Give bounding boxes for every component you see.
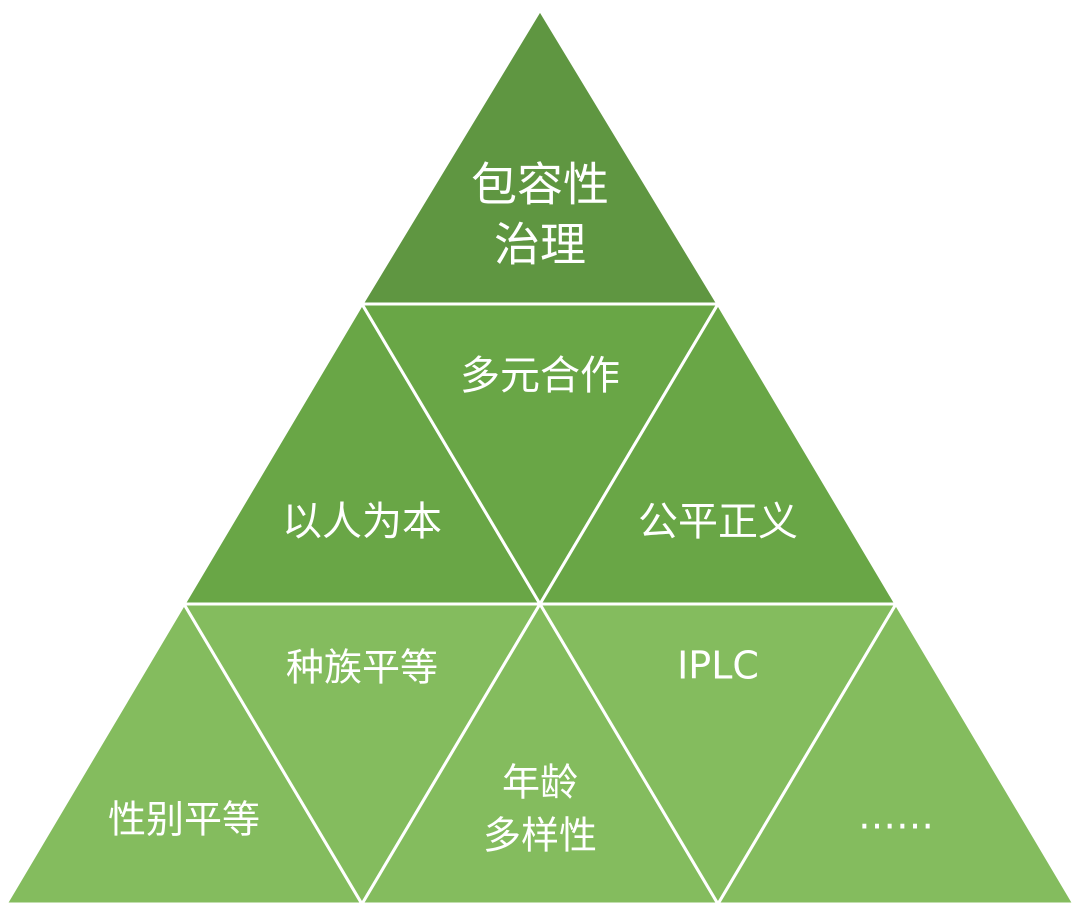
label-ellipsis: …… [858, 794, 934, 838]
label-gender-equality: 性别平等 [108, 798, 260, 842]
triangle-bottom-5 [716, 602, 1076, 906]
label-inclusive-governance: 包容性 [471, 158, 609, 212]
label-racial-equality: 种族平等 [286, 646, 438, 690]
label-age-diversity-line2: 多样性 [483, 814, 597, 858]
label-people-centered: 以人为本 [282, 499, 442, 545]
label-inclusive-governance-line2: 治理 [494, 218, 586, 272]
label-fairness-justice: 公平正义 [638, 499, 798, 545]
label-age-diversity-line1: 年龄 [502, 761, 578, 805]
label-iplc: IPLC [677, 644, 759, 688]
label-multi-cooperation: 多元合作 [460, 353, 620, 399]
